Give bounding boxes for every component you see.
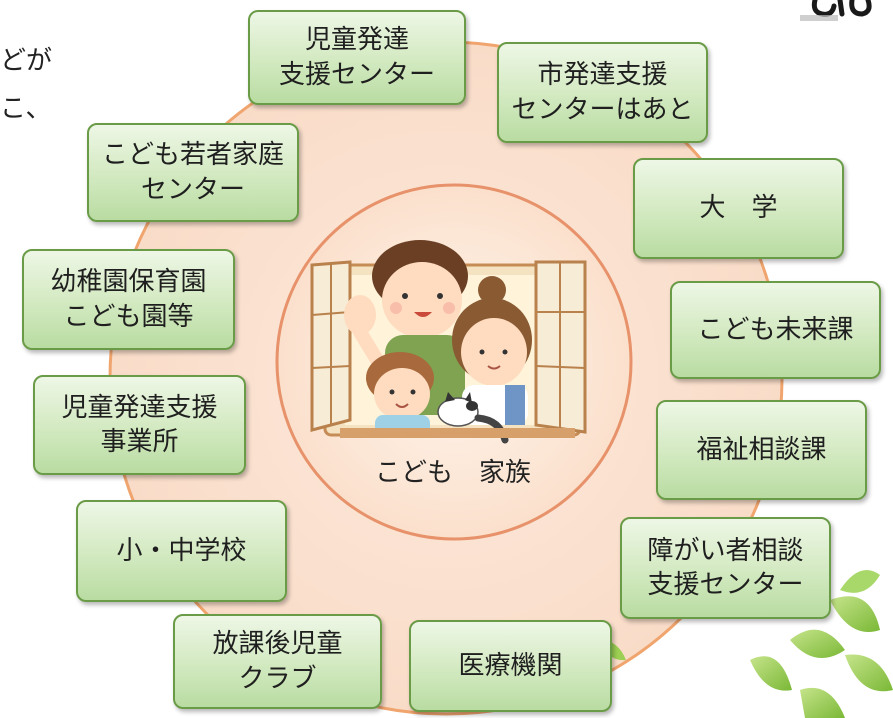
node-daigaku: 大 学 [633, 158, 844, 259]
node-iryou-kikan: 医療機関 [409, 620, 612, 712]
node-jidou-hattatsu-jigyousho: 児童発達支援 事業所 [33, 375, 246, 475]
node-label: こども若者家庭 センター [101, 140, 284, 205]
node-label: 医療機関 [458, 650, 563, 681]
node-kodomo-mirai-ka: こども未来課 [670, 281, 881, 379]
node-label: 放課後児童 クラブ [212, 629, 343, 694]
node-label: 障がい者相談 支援センター [647, 535, 804, 600]
partial-text-line1: どが [0, 46, 53, 76]
node-shou-chuu-gakkou: 小・中学校 [76, 500, 287, 602]
family-illustration [310, 240, 587, 444]
node-shi-hattatsu-shien-center: 市発達支援 センターはあと [497, 42, 708, 143]
node-label: 大 学 [699, 193, 778, 224]
node-label: 児童発達 支援センター [278, 25, 435, 90]
node-kodomo-wakamono-katei-center: こども若者家庭 センター [87, 123, 299, 222]
node-label: 福祉相談課 [696, 434, 827, 465]
node-label: こども未来課 [697, 314, 854, 345]
node-shougaisha-soudan-center: 障がい者相談 支援センター [620, 517, 831, 619]
node-label: 小・中学校 [116, 535, 247, 566]
partial-text-line2: こ、 [0, 94, 52, 124]
node-youchien-hoikuen: 幼稚園保育園 こども園等 [22, 249, 235, 350]
node-label: 児童発達支援 事業所 [61, 392, 218, 457]
node-houkago-jidou-club: 放課後児童 クラブ [173, 614, 382, 709]
node-fukushi-soudan-ka: 福祉相談課 [656, 400, 867, 500]
center-label: こども 家族 [374, 458, 531, 488]
node-jidou-hattatsu-center: 児童発達 支援センター [248, 10, 466, 105]
node-label: 幼稚園保育園 こども園等 [50, 267, 207, 332]
node-label: 市発達支援 センターはあと [511, 60, 694, 125]
logo-fragment [800, 0, 872, 21]
